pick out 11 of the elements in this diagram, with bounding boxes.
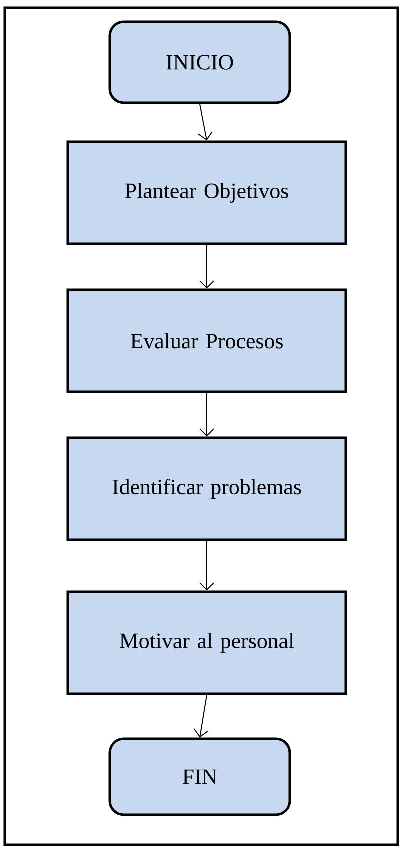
process-box: Evaluar Procesos bbox=[66, 288, 348, 394]
terminal-box: FIN bbox=[108, 738, 292, 816]
arrow bbox=[194, 694, 209, 738]
arrow bbox=[200, 392, 214, 437]
process-box: Motivar al personal bbox=[66, 590, 348, 696]
arrow bbox=[200, 540, 214, 591]
process-box: Plantear Objetivos bbox=[66, 140, 348, 246]
process-box: Identificar problemas bbox=[66, 436, 348, 542]
arrow bbox=[200, 244, 214, 289]
arrow bbox=[198, 104, 213, 141]
terminal-box: INICIO bbox=[108, 20, 292, 104]
